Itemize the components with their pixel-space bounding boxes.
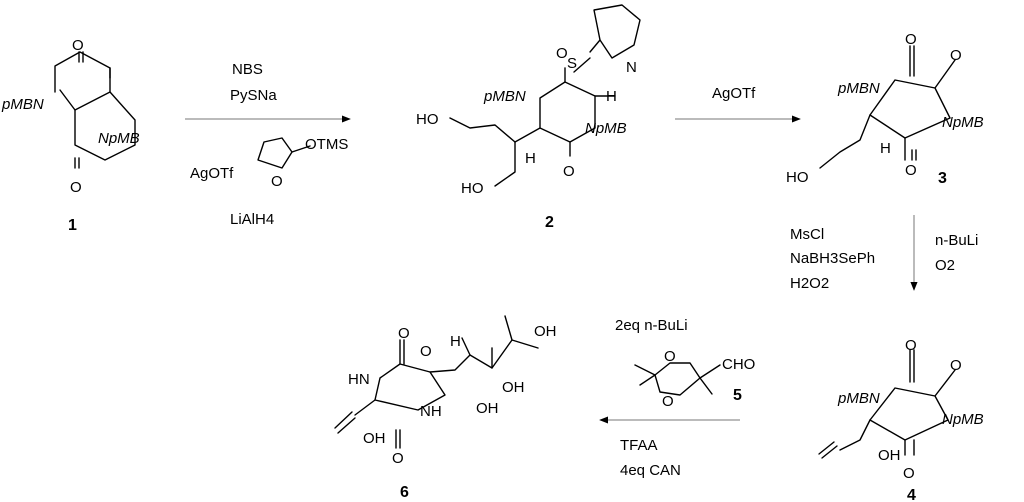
step4-reagents: 2eq n-BuLi TFAA 4eq CAN CHO O O 5: [615, 317, 755, 479]
compound-3: O O pMBN NpMB H HO O 3: [786, 31, 984, 187]
c5-cho: CHO: [722, 356, 755, 373]
reagent-tfaa: TFAA: [620, 437, 658, 454]
reagent-pysna: PySNa: [230, 87, 277, 104]
reagent-o2: O2: [935, 257, 955, 274]
c6-o-bottom: O: [392, 450, 404, 467]
c6-oh-right: OH: [534, 323, 557, 340]
c3-o-top: O: [905, 31, 917, 48]
compound-5: CHO O O 5: [634, 348, 755, 410]
c5-o1: O: [664, 348, 676, 365]
c2-h-top: H: [606, 88, 617, 105]
c6-oh-mid2: OH: [476, 400, 499, 417]
c4-oh: OH: [878, 447, 901, 464]
c4-n-right: NpMB: [942, 411, 984, 428]
compound-4: O O pMBN NpMB OH O 4: [818, 337, 984, 502]
c6-nh: NH: [420, 403, 442, 420]
reagent-nbuli: n-BuLi: [935, 232, 978, 249]
compound-6: O O H OH HN OH OH NH OH O 6: [334, 315, 557, 501]
reagent-mscl: MsCl: [790, 226, 824, 243]
compound-2: S N pMBN H HO NpMB H O O HO 2: [416, 4, 641, 231]
c6-h: H: [450, 333, 461, 350]
step1-reagents: NBS PySNa AgOTf LiAlH4 OTMS O: [190, 61, 348, 228]
compound-number-3: 3: [938, 170, 947, 187]
reagent-agotf-2: AgOTf: [712, 85, 756, 102]
reagent-4eq-can: 4eq CAN: [620, 462, 681, 479]
c6-o-top2: O: [420, 343, 432, 360]
c2-h-bottom: H: [525, 150, 536, 167]
reagent-agotf-1: AgOTf: [190, 165, 234, 182]
reagent-nbs: NBS: [232, 61, 263, 78]
c6-o-top1: O: [398, 325, 410, 342]
c2-ho-top: HO: [416, 111, 439, 128]
reagent-furan-o: O: [271, 173, 283, 190]
reagent-nabh3seph: NaBH3SePh: [790, 250, 875, 267]
step3-reagents: MsCl NaBH3SePh H2O2 n-BuLi O2: [790, 226, 978, 292]
c6-oh-bottom: OH: [363, 430, 386, 447]
c3-ho: HO: [786, 169, 809, 186]
c1-o-top: O: [72, 37, 84, 54]
c2-ho-bottom: HO: [461, 180, 484, 197]
compound-number-6: 6: [400, 484, 409, 501]
c1-n-left: pMBN: [1, 96, 44, 113]
c2-n-pyridine: N: [626, 59, 637, 76]
c2-s: S: [567, 55, 577, 72]
c6-hn: HN: [348, 371, 370, 388]
reagent-otms: OTMS: [305, 136, 348, 153]
c4-o-bridge: O: [950, 357, 962, 374]
c3-o-bottom: O: [905, 162, 917, 179]
c4-o-bottom: O: [903, 465, 915, 482]
c1-o-bottom: O: [70, 179, 82, 196]
c4-n-left: pMBN: [837, 390, 880, 407]
compound-number-2: 2: [545, 214, 554, 231]
reagent-2eq-nbuli: 2eq n-BuLi: [615, 317, 688, 334]
compound-number-1: 1: [68, 217, 77, 234]
c2-o-top: O: [556, 45, 568, 62]
compound-number-5: 5: [733, 387, 742, 404]
c5-o2: O: [662, 393, 674, 410]
c2-o-bottom: O: [563, 163, 575, 180]
c3-n-right: NpMB: [942, 114, 984, 131]
c2-n-left: pMBN: [483, 88, 526, 105]
compound-number-4: 4: [907, 487, 916, 502]
c6-oh-mid1: OH: [502, 379, 525, 396]
c1-n-right: NpMB: [98, 130, 140, 147]
c3-h: H: [880, 140, 891, 157]
reagent-h2o2: H2O2: [790, 275, 829, 292]
c3-o-bridge: O: [950, 47, 962, 64]
reagent-lialh4: LiAlH4: [230, 211, 274, 228]
c3-n-left: pMBN: [837, 80, 880, 97]
compound-1: O O pMBN NpMB 1: [1, 37, 140, 234]
c4-o-top: O: [905, 337, 917, 354]
c2-n-right: NpMB: [585, 120, 627, 137]
